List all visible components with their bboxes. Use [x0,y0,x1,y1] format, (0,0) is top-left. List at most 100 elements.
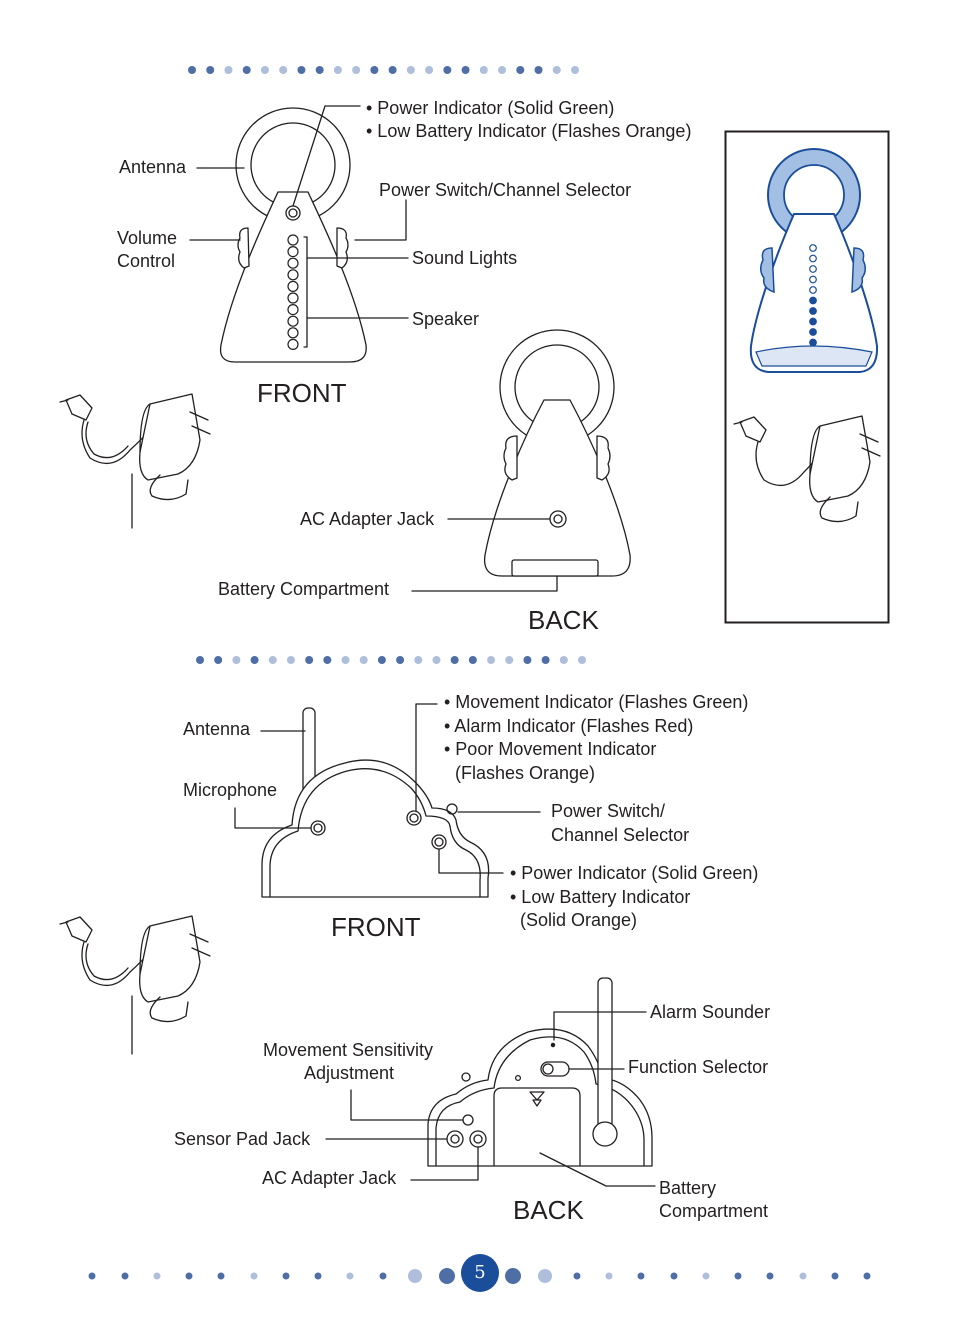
inset-sound-light [809,307,817,315]
decorative-dot [702,1272,710,1280]
decorative-dot-row-bottom [88,1268,871,1284]
decorative-dot [214,656,223,664]
nursery-unit-back-drawing [325,977,656,1187]
parent-unit-front-drawing [189,105,409,363]
sound-light [287,234,299,246]
decorative-dot [414,656,423,664]
inset-sound-light [809,296,817,305]
nursery-front-microphone-label: Microphone [183,780,278,800]
inset-sound-light [809,254,817,263]
nursery-back-battery-label-2: Compartment [659,1201,769,1221]
nursery-back-sensor-jack-label: Sensor Pad Jack [174,1129,311,1149]
decorative-dot [487,656,496,664]
nursery-unit-front-drawing [234,703,541,898]
decorative-dot [305,656,314,664]
decorative-dot [379,1272,387,1280]
nursery-back-sensitivity-label-2: Adjustment [304,1063,395,1083]
decorative-dot [578,656,586,664]
decorative-dot [341,656,350,664]
decorative-dot [505,1268,521,1284]
parent-front-sound-lights-label: Sound Lights [412,248,518,268]
sound-light [287,246,299,258]
parent-back-battery-label: Battery Compartment [218,579,390,599]
parent-front-volume-label-1: Volume [117,228,178,248]
decorative-dot [153,1272,161,1280]
decorative-dot-row-top [188,66,579,74]
parent-back-caption: BACK [528,605,599,635]
decorative-dot [425,66,434,74]
color-photo-inset [724,130,890,624]
decorative-dot [670,1272,678,1280]
sound-light [287,292,299,304]
decorative-dot [408,1269,422,1283]
inset-sound-light [809,265,817,273]
decorative-dot [250,1272,258,1280]
parent-front-speaker-label: Speaker [412,309,480,329]
sound-light [287,269,299,281]
decorative-dot [377,656,386,664]
inset-sound-light [809,244,817,252]
nursery-back-sensitivity-label-1: Movement Sensitivity [263,1040,434,1060]
nursery-front-movement-label-3: • Poor Movement Indicator [444,739,657,759]
decorative-dot [224,66,233,74]
sound-light [287,257,299,269]
decorative-dot [863,1272,871,1280]
decorative-dot [450,656,459,664]
nursery-front-movement-label-4: (Flashes Orange) [455,763,596,783]
sound-light [287,280,299,292]
decorative-dot [734,1272,742,1280]
sound-light [287,315,299,327]
decorative-dot [188,66,196,74]
inset-ac-adapter-drawing [733,415,881,523]
decorative-dot [242,66,251,74]
decorative-dot [479,66,488,74]
sound-light [287,327,299,339]
decorative-dot [396,656,405,664]
decorative-dot [406,66,415,74]
decorative-dot [498,66,507,74]
decorative-dot [541,656,550,664]
parent-front-indicator-label-1: • Power Indicator (Solid Green) [366,98,615,118]
nursery-ac-adapter-drawing [59,915,211,1055]
decorative-dot [297,66,306,74]
decorative-dot [461,66,470,74]
decorative-dot [370,66,379,74]
decorative-dot [637,1272,645,1280]
parent-front-caption: FRONT [257,378,347,408]
parent-unit-back-drawing [411,329,631,592]
parent-front-volume-label-2: Control [117,251,176,271]
decorative-dot [359,656,368,664]
page-number: 5 [474,1262,486,1283]
inset-sound-light [809,317,817,326]
decorative-dot [559,656,568,664]
decorative-dot [552,66,561,74]
decorative-dot [831,1272,839,1280]
decorative-dot [323,656,332,664]
decorative-dot [766,1272,774,1280]
decorative-dot [206,66,215,74]
nursery-front-power-label-2: Channel Selector [551,825,690,845]
nursery-back-alarm-sounder-label: Alarm Sounder [650,1002,771,1022]
decorative-dot [538,1269,552,1283]
decorative-dot [279,66,288,74]
nursery-front-power-label-1: Power Switch/ [551,801,666,821]
decorative-dot [571,66,579,74]
nursery-back-ac-jack-label: AC Adapter Jack [262,1168,397,1188]
decorative-dot [439,1268,455,1284]
decorative-dot [333,66,342,74]
inset-sound-light [809,286,817,294]
sound-lights-column [287,234,299,350]
parent-front-antenna-label: Antenna [119,157,187,177]
inset-sound-lights [809,244,817,347]
page-number-badge [461,1254,499,1292]
nursery-front-caption: FRONT [331,912,421,942]
parent-ac-adapter-drawing [59,393,211,529]
inset-sound-light [809,275,817,284]
decorative-dot [388,66,397,74]
nursery-front-indicator-label-2: • Low Battery Indicator [510,887,691,907]
decorative-dot [352,66,361,74]
decorative-dot [605,1272,613,1280]
sound-light [287,304,299,316]
decorative-dot [250,656,259,664]
